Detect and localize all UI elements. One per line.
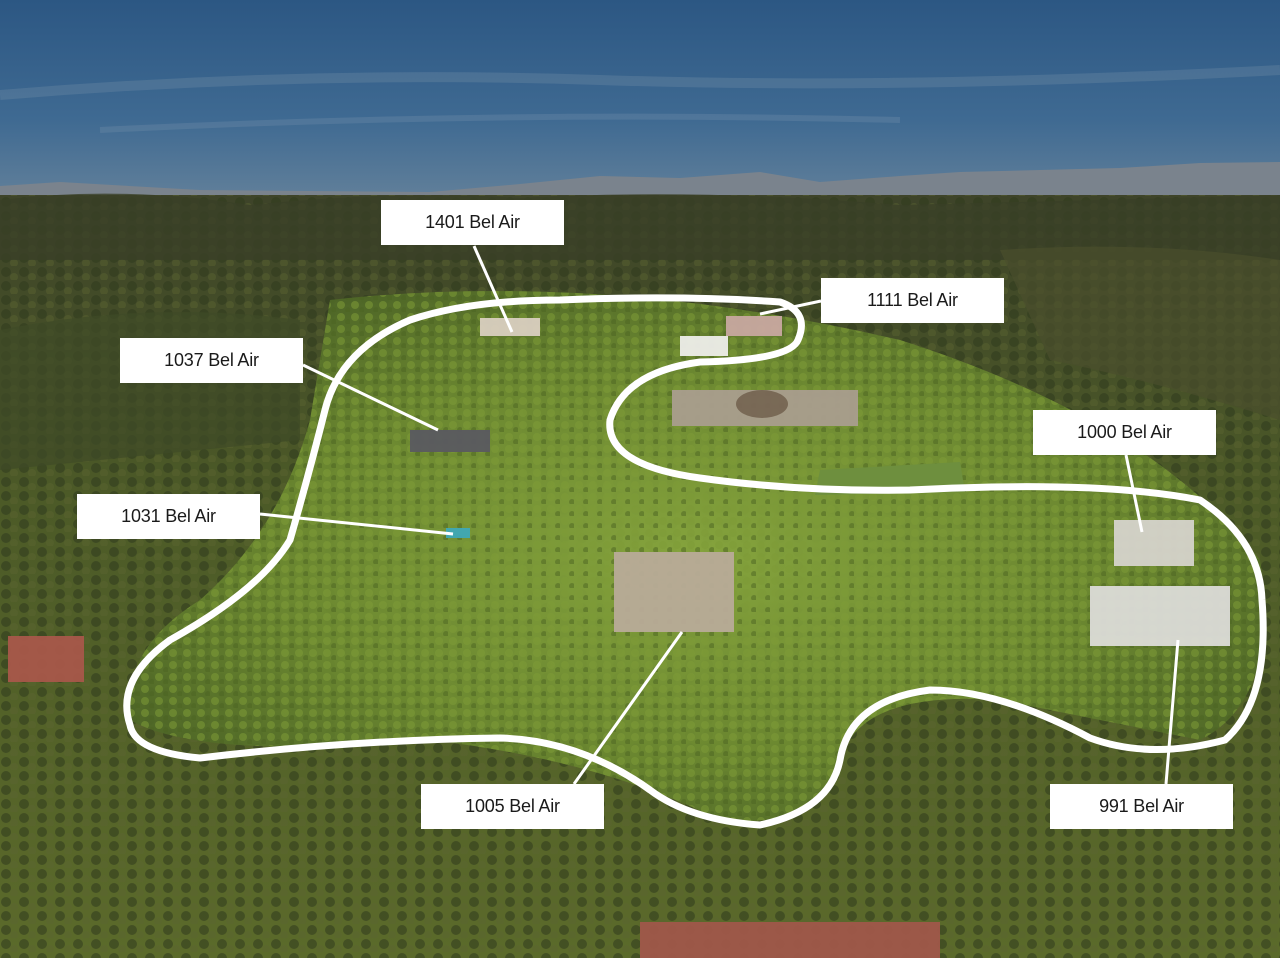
label-text: 1031 Bel Air [121, 506, 216, 526]
label-text: 1005 Bel Air [465, 796, 560, 816]
houses [8, 316, 1230, 958]
label-text: 1401 Bel Air [425, 212, 520, 232]
property-label-1005: 1005 Bel Air [421, 784, 604, 829]
property-label-1000: 1000 Bel Air [1033, 410, 1216, 455]
property-label-1401: 1401 Bel Air [381, 200, 564, 245]
property-label-1037: 1037 Bel Air [120, 338, 303, 383]
label-pointers [259, 245, 1180, 785]
label-text: 1037 Bel Air [164, 350, 259, 370]
label-text: 991 Bel Air [1099, 796, 1184, 816]
property-label-991: 991 Bel Air [1050, 784, 1233, 829]
property-label-1111: 1111 Bel Air [821, 278, 1004, 323]
label-text: 1111 Bel Air [867, 290, 958, 310]
label-text: 1000 Bel Air [1077, 422, 1172, 442]
property-label-1031: 1031 Bel Air [77, 494, 260, 539]
sky [0, 0, 1280, 200]
estate-boundary [123, 294, 1267, 829]
